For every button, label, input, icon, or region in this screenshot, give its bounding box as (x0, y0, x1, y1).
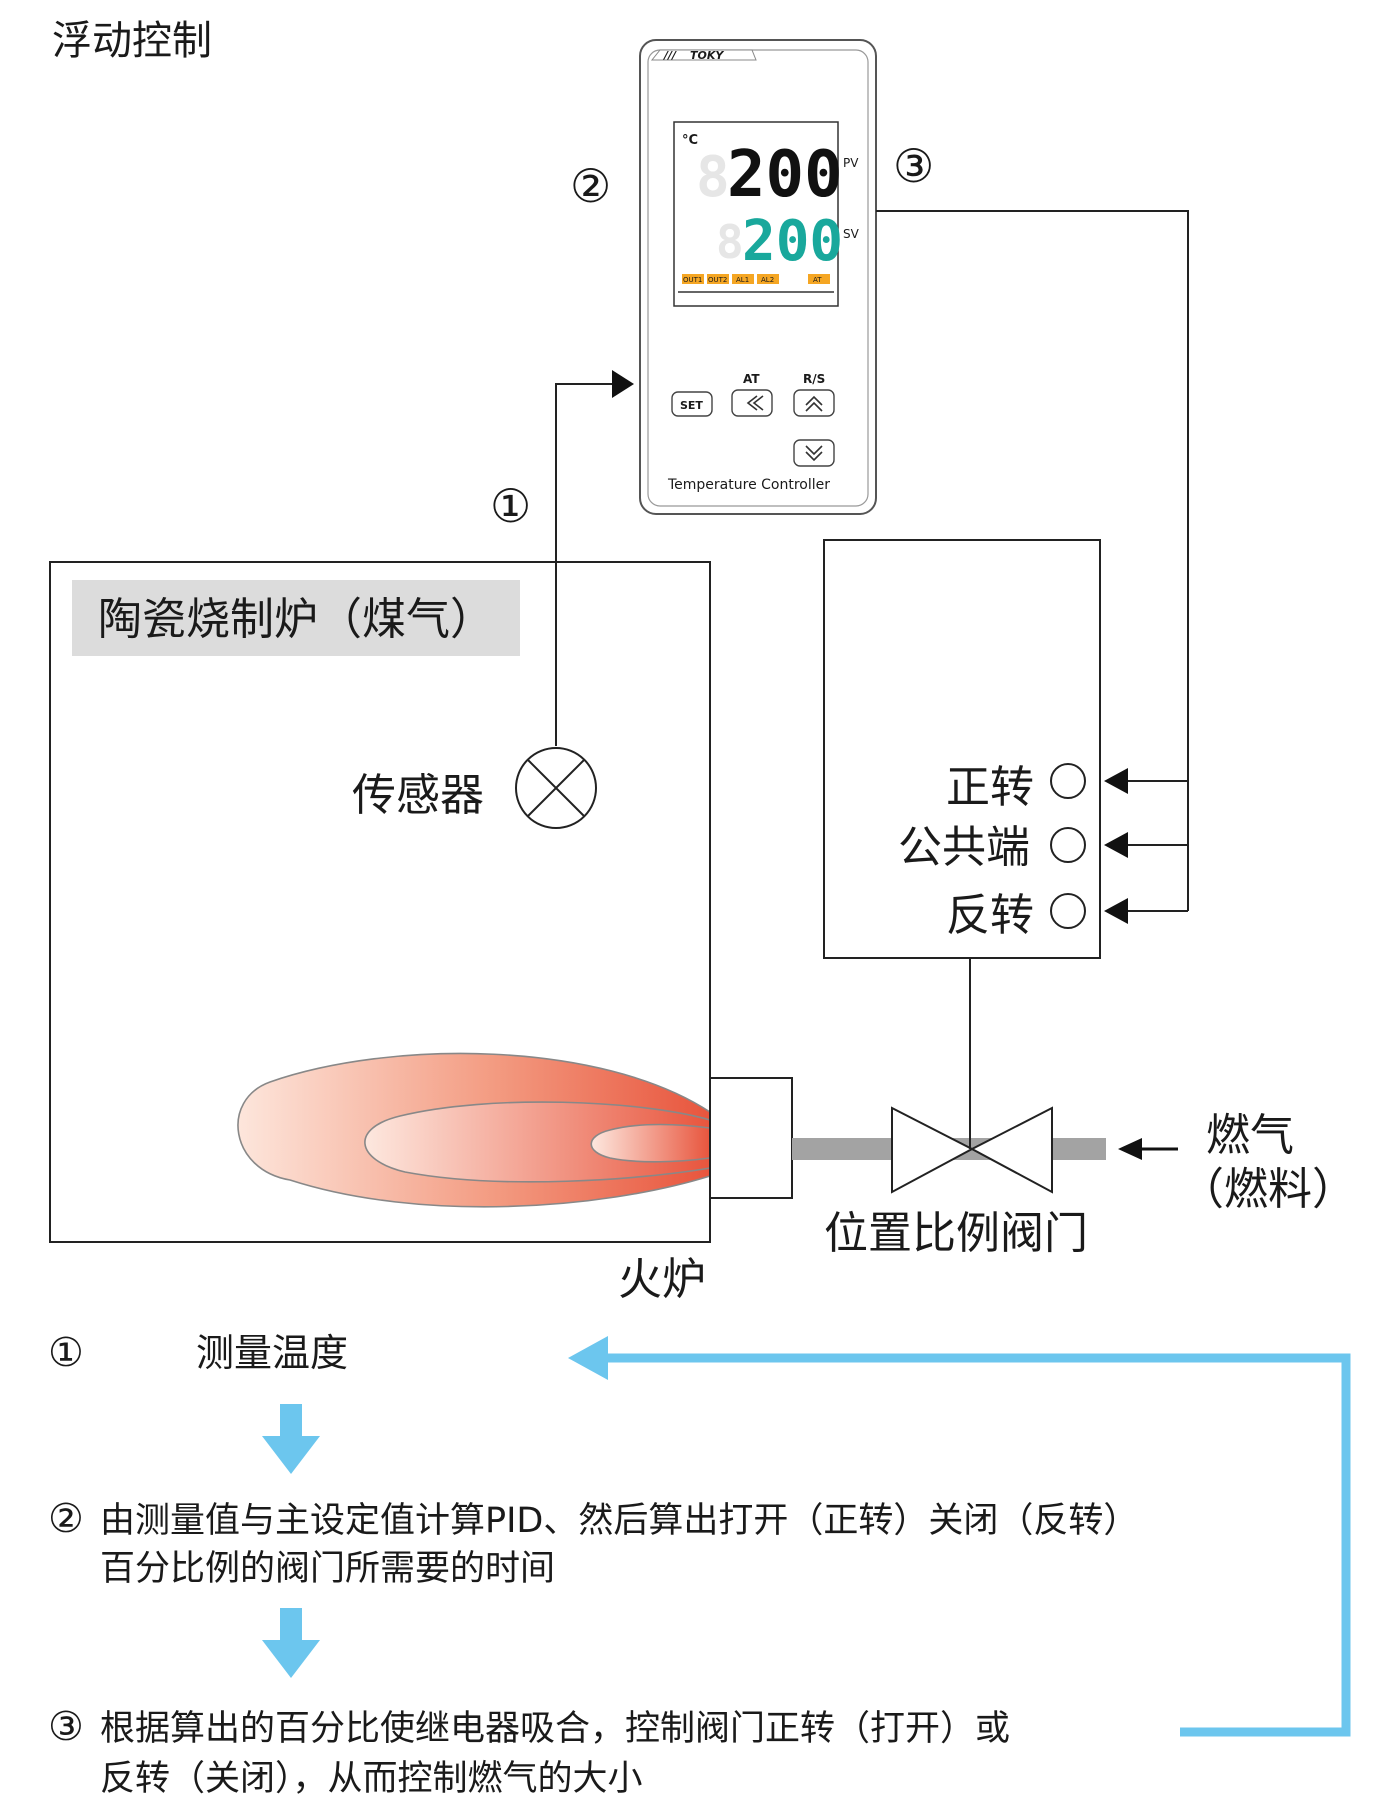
shift-left-button[interactable] (731, 389, 773, 417)
brand-logo: TOKY (690, 49, 724, 62)
wire-arrow-forward-icon (1104, 768, 1128, 794)
brand-mark-icon: /// (662, 49, 677, 62)
terminal-reverse-label: 反转 (946, 890, 1034, 941)
controller-footer: Temperature Controller (667, 477, 830, 493)
sv-ghost-digit: 8 (716, 215, 744, 269)
flame (237, 1052, 711, 1208)
step-2-text-line1: 由测量值与主设定值计算PID、然后算出打开（正转）关闭（反转） (100, 1501, 1138, 1541)
marker-3: ③ (893, 139, 934, 193)
burner-box (709, 1077, 793, 1199)
at-key-label: AT (743, 372, 760, 386)
actuator-box (823, 539, 1101, 959)
sensor-label: 传感器 (352, 770, 484, 821)
feedback-loop-line (596, 1353, 1351, 1737)
proportional-valve (891, 1106, 1053, 1194)
double-chevron-up-icon (805, 395, 823, 412)
step-1-text: 测量温度 (196, 1331, 348, 1375)
indicator-al2: AL2 (761, 276, 774, 284)
unit-label: °C (682, 133, 698, 148)
output-wire (876, 210, 1189, 911)
sv-label: SV (843, 227, 860, 241)
fuel-label: 燃气 (1206, 1110, 1294, 1161)
rs-key-label: R/S (803, 372, 825, 386)
step-3-text-line2: 反转（关闭），从而控制燃气的大小 (100, 1759, 643, 1799)
sensor-icon (515, 747, 597, 829)
valve-label: 位置比例阀门 (824, 1208, 1088, 1259)
up-button[interactable] (793, 389, 835, 417)
double-chevron-left-icon (746, 395, 764, 411)
pv-label: PV (843, 156, 859, 170)
double-chevron-down-icon (805, 445, 823, 462)
indicator-at: AT (813, 276, 822, 284)
furnace-title: 陶瓷烧制炉（煤气） (98, 594, 494, 645)
terminal-reverse-icon (1050, 893, 1086, 929)
fuel-sublabel: （燃料） (1180, 1164, 1356, 1215)
wire-arrow-reverse-icon (1104, 898, 1128, 924)
down-arrow-icon (262, 1608, 320, 1678)
indicator-out1: OUT1 (683, 276, 702, 284)
indicator-al1: AL1 (736, 276, 749, 284)
set-button[interactable]: SET (671, 391, 713, 417)
step-3-text-line1: 根据算出的百分比使继电器吸合，控制阀门正转（打开）或 (100, 1709, 1010, 1749)
down-button[interactable] (793, 439, 835, 467)
temperature-controller: TOKY /// °C 8 200 PV 8 200 SV OUT1 OUT2 … (639, 39, 877, 515)
marker-2: ② (570, 159, 611, 213)
terminal-common-label: 公共端 (898, 822, 1030, 873)
sv-value: 200 (742, 209, 843, 274)
furnace-title-bg (72, 580, 520, 656)
sensor-signal-line (555, 383, 612, 746)
step-2-marker: ② (48, 1496, 84, 1542)
furnace-box (49, 561, 711, 1243)
signal-arrowhead-icon (612, 370, 634, 398)
indicator-out2: OUT2 (708, 276, 727, 284)
indicator-row: OUT1 OUT2 AL1 AL2 AT (682, 274, 830, 284)
pv-value: 200 (727, 138, 843, 212)
terminal-forward-label: 正转 (946, 762, 1034, 813)
page-title: 浮动控制 (52, 18, 212, 64)
terminal-forward-icon (1050, 763, 1086, 799)
set-button-label: SET (680, 399, 703, 412)
terminal-common-icon (1050, 827, 1086, 863)
feedback-arrowhead-icon (568, 1336, 608, 1380)
down-arrow-icon (262, 1404, 320, 1474)
step-1-marker: ① (48, 1330, 84, 1376)
step-2-text-line2: 百分比例的阀门所需要的时间 (100, 1549, 555, 1589)
step-3-marker: ③ (48, 1704, 84, 1750)
pv-ghost-digit: 8 (696, 145, 730, 210)
marker-1: ① (490, 479, 531, 533)
fuel-arrow-icon (1118, 1138, 1142, 1160)
wire-arrow-common-icon (1104, 832, 1128, 858)
burner-label: 火炉 (618, 1254, 706, 1305)
